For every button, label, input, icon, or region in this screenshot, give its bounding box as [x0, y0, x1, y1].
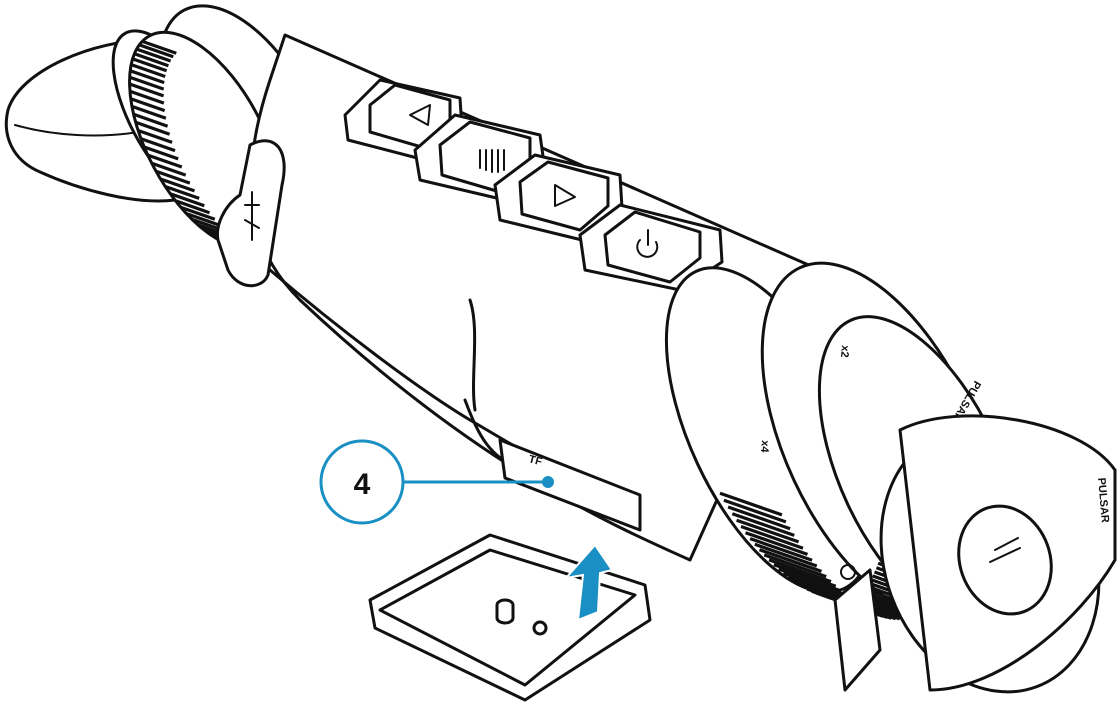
zoom-high-marking: x4 [758, 440, 771, 454]
callout-label: 4 [354, 468, 371, 501]
power-icon [636, 229, 659, 258]
knurl-ridge [736, 518, 800, 544]
menu-icon [479, 149, 505, 173]
knurl-ridge [723, 498, 787, 524]
knurl-ridge [727, 505, 791, 531]
knurl-ridge [143, 145, 179, 161]
knurl-ridge [129, 75, 165, 91]
knurl-ridge [129, 69, 165, 85]
knurl-ridge [129, 89, 165, 105]
knurl-ridge [133, 112, 169, 128]
lens-cap: PULSAR [833, 414, 1117, 694]
knurl-ridge [140, 137, 176, 153]
knurl-ridge [744, 531, 809, 556]
control-buttons [343, 78, 724, 292]
knurl-ridge [155, 169, 191, 185]
knurl-ridge [135, 120, 171, 136]
knurl-ridge [130, 63, 166, 79]
knurl-ridge [169, 192, 205, 208]
cap-brand-marking: PULSAR [1095, 477, 1111, 523]
knurl-ridge [773, 563, 837, 588]
slot-label: TF [527, 453, 543, 468]
knurl-ridge [129, 82, 165, 98]
power-button[interactable] [578, 203, 724, 292]
right-button[interactable] [493, 153, 624, 242]
right-arrow-icon [554, 184, 576, 207]
tripod-adapter-plate [368, 533, 652, 702]
knurl-ridge [159, 177, 196, 193]
pulsar-logo-icon [989, 537, 1021, 563]
knurl-ridge [141, 39, 177, 55]
knurl-ridge [778, 567, 842, 593]
knurl-ridge [133, 52, 169, 68]
knurl-ridge [137, 128, 173, 144]
left-arrow-icon [409, 104, 431, 126]
knurl-ridge [136, 47, 172, 63]
knurl-ridge [131, 104, 167, 120]
knurl-ridge [147, 153, 183, 169]
knurl-ridge [768, 558, 832, 584]
knurl-ridge [782, 571, 846, 597]
knurl-ridge [164, 184, 200, 200]
knurl-ridge [740, 524, 804, 550]
knurl-ridge [138, 43, 174, 59]
knurl-ridge [180, 205, 216, 221]
knurl-ridge [151, 161, 187, 177]
knurl-ridge [130, 97, 166, 113]
up-arrow-icon [563, 543, 614, 622]
knurl-ridge [174, 199, 211, 215]
knurl-ridge [754, 542, 818, 568]
knurl-ridge [132, 57, 168, 73]
usb-icon [244, 191, 260, 241]
knurl-ridge [749, 537, 813, 562]
knurl-ridge [719, 491, 783, 517]
usb-port-cover [215, 139, 286, 288]
knurl-ridge [731, 512, 795, 537]
sd-slot-area: TF [527, 453, 543, 468]
callout-4: 4 [319, 439, 554, 525]
knurl-ridge [185, 212, 221, 228]
knurl-ridge [763, 553, 827, 579]
zoom-low-marking: x2 [838, 345, 851, 358]
knurl-ridge [758, 548, 823, 573]
